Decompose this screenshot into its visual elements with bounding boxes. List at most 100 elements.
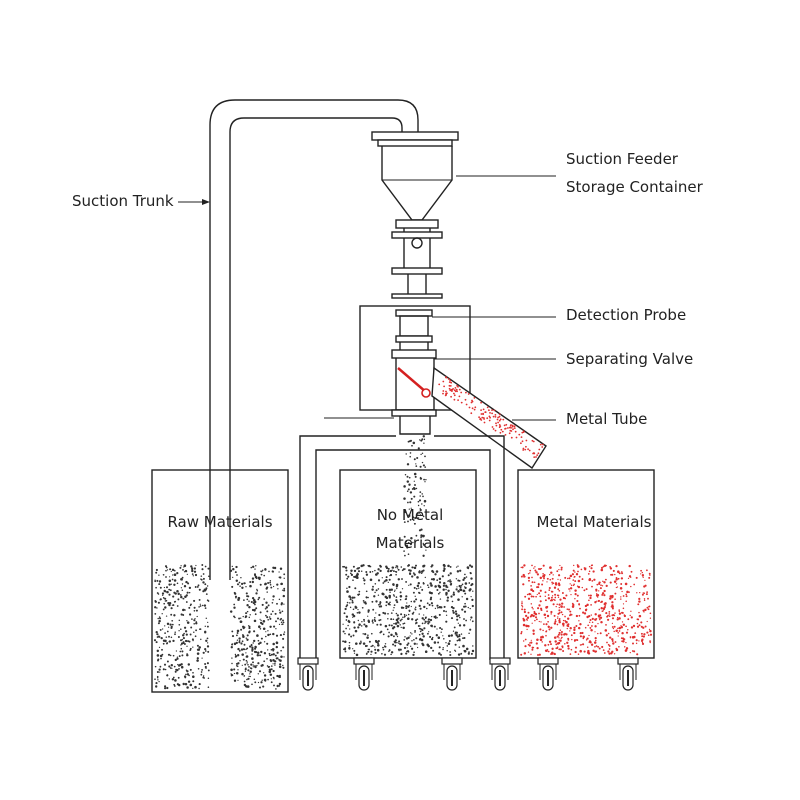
particle bbox=[414, 619, 418, 622]
particle bbox=[244, 668, 247, 671]
particle bbox=[172, 604, 175, 607]
particle bbox=[497, 421, 499, 424]
particle bbox=[278, 665, 282, 669]
particle bbox=[254, 665, 256, 668]
particle bbox=[348, 620, 351, 624]
particle bbox=[241, 664, 243, 666]
particle bbox=[590, 628, 593, 632]
particle bbox=[633, 583, 636, 586]
particle bbox=[188, 640, 191, 643]
particle bbox=[558, 609, 561, 612]
particle bbox=[402, 616, 404, 618]
particle bbox=[167, 602, 170, 605]
particle bbox=[390, 588, 394, 591]
particle bbox=[424, 576, 426, 579]
particle bbox=[164, 685, 167, 688]
particle bbox=[606, 615, 609, 618]
particle bbox=[443, 638, 445, 640]
particle bbox=[607, 643, 610, 646]
particle bbox=[245, 652, 247, 654]
particle bbox=[578, 575, 581, 578]
particle bbox=[349, 572, 352, 575]
particle bbox=[469, 588, 472, 591]
particle bbox=[352, 579, 354, 582]
particle bbox=[159, 586, 162, 589]
particle bbox=[483, 421, 486, 424]
particle bbox=[382, 633, 385, 636]
particle bbox=[558, 603, 561, 606]
particle bbox=[531, 564, 533, 567]
particle bbox=[267, 633, 270, 637]
particle bbox=[249, 645, 252, 648]
particle bbox=[649, 617, 652, 619]
particle bbox=[649, 640, 652, 643]
particle bbox=[247, 677, 250, 680]
particle bbox=[278, 682, 282, 686]
particle bbox=[542, 564, 545, 567]
particle bbox=[447, 378, 450, 380]
particle bbox=[604, 629, 608, 632]
particle bbox=[354, 575, 357, 579]
particle bbox=[166, 569, 169, 571]
particle bbox=[345, 573, 348, 576]
particle bbox=[590, 625, 593, 627]
particle bbox=[264, 567, 267, 571]
particle bbox=[235, 579, 239, 583]
particle bbox=[589, 596, 592, 600]
particle bbox=[160, 636, 163, 640]
particle bbox=[465, 403, 468, 406]
particle bbox=[265, 606, 269, 609]
particle bbox=[413, 522, 416, 525]
particle bbox=[545, 623, 548, 626]
particle bbox=[474, 406, 477, 409]
particle bbox=[412, 566, 414, 569]
particle bbox=[589, 626, 592, 629]
particle bbox=[636, 653, 639, 656]
particle bbox=[480, 409, 482, 411]
particle bbox=[542, 629, 544, 632]
particle bbox=[416, 576, 419, 579]
particle bbox=[405, 605, 408, 608]
particle bbox=[502, 418, 505, 421]
particle bbox=[165, 615, 168, 617]
particle bbox=[280, 583, 283, 585]
particle bbox=[154, 580, 157, 583]
particle bbox=[356, 567, 360, 570]
particle bbox=[171, 623, 174, 626]
particle bbox=[574, 571, 576, 573]
particle bbox=[165, 576, 167, 578]
particle bbox=[424, 650, 428, 653]
particle bbox=[204, 648, 207, 651]
particle bbox=[498, 413, 501, 416]
particle bbox=[597, 632, 599, 635]
particle bbox=[396, 635, 399, 638]
particle bbox=[508, 426, 511, 429]
particle bbox=[248, 666, 250, 668]
particle bbox=[431, 636, 434, 639]
particle bbox=[173, 573, 177, 576]
particle bbox=[451, 600, 454, 603]
particle bbox=[351, 613, 355, 616]
particle bbox=[460, 652, 463, 655]
particle bbox=[525, 618, 528, 621]
particle bbox=[522, 583, 525, 586]
particle bbox=[345, 627, 347, 630]
particle bbox=[199, 605, 202, 607]
particle bbox=[269, 633, 272, 636]
particle bbox=[355, 642, 358, 645]
particle bbox=[571, 573, 575, 576]
particle bbox=[618, 572, 621, 575]
particle bbox=[205, 639, 208, 642]
particle bbox=[449, 565, 452, 568]
particle bbox=[249, 670, 252, 673]
particle bbox=[200, 673, 203, 676]
particle bbox=[410, 536, 413, 540]
particle bbox=[461, 608, 464, 611]
particle bbox=[644, 608, 647, 612]
particle bbox=[157, 593, 160, 595]
particle bbox=[593, 641, 597, 644]
particle bbox=[633, 635, 636, 639]
particle bbox=[617, 627, 619, 630]
particle bbox=[258, 578, 261, 581]
particle bbox=[577, 579, 581, 583]
